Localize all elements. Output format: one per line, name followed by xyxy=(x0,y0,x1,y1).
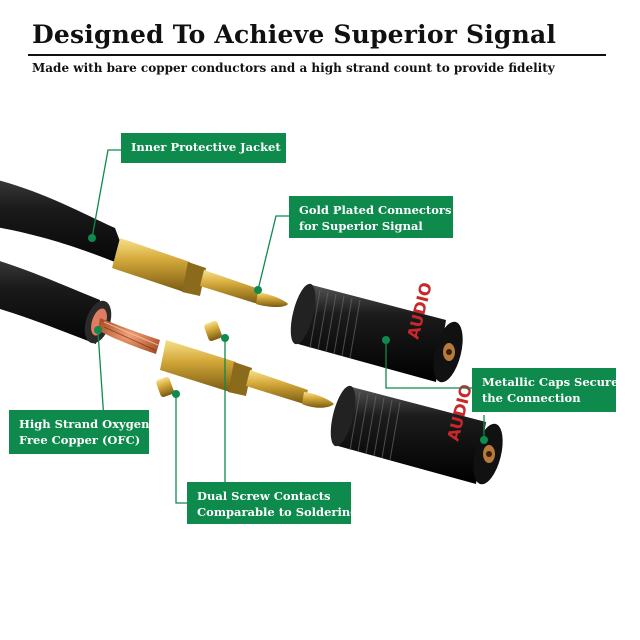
callout-gold-line2: for Superior Signal xyxy=(299,219,423,233)
callout-copper-line1: High Strand Oxygen xyxy=(19,417,150,431)
callout-copper-line2: Free Copper (OFC) xyxy=(19,433,141,447)
callout-metallic-caps: Metallic Caps Secure the Connection xyxy=(472,368,619,412)
callout-ofc-copper: High Strand Oxygen Free Copper (OFC) xyxy=(9,410,149,454)
callout-caps-line2: the Connection xyxy=(482,391,581,405)
callout-gold-connectors: Gold Plated Connectors for Superior Sign… xyxy=(289,196,453,238)
copper-strands xyxy=(98,318,160,354)
set-screws xyxy=(156,320,222,398)
callout-screw-line1: Dual Screw Contacts xyxy=(197,489,331,503)
callout-gold-line1: Gold Plated Connectors xyxy=(299,203,452,217)
callout-dual-screw: Dual Screw Contacts Comparable to Solder… xyxy=(187,482,359,524)
lower-metallic-cap: AUDIO xyxy=(330,382,503,485)
callout-leader-dots xyxy=(88,234,488,444)
upper-banana-plug xyxy=(112,238,288,307)
page-title: Designed To Achieve Superior Signal xyxy=(32,20,557,49)
callout-leader-lines xyxy=(91,149,485,504)
callout-inner-jacket: Inner Protective Jacket xyxy=(121,133,286,163)
lower-banana-plug xyxy=(160,340,334,408)
page-subtitle: Made with bare copper conductors and a h… xyxy=(32,61,555,75)
callout-screw-line2: Comparable to Soldering xyxy=(197,505,359,519)
upper-cable xyxy=(0,180,130,268)
upper-metallic-cap: AUDIO xyxy=(290,280,463,383)
callout-inner-jacket-text: Inner Protective Jacket xyxy=(131,140,281,154)
callout-caps-line1: Metallic Caps Secure xyxy=(482,375,619,389)
title-divider xyxy=(28,54,606,56)
